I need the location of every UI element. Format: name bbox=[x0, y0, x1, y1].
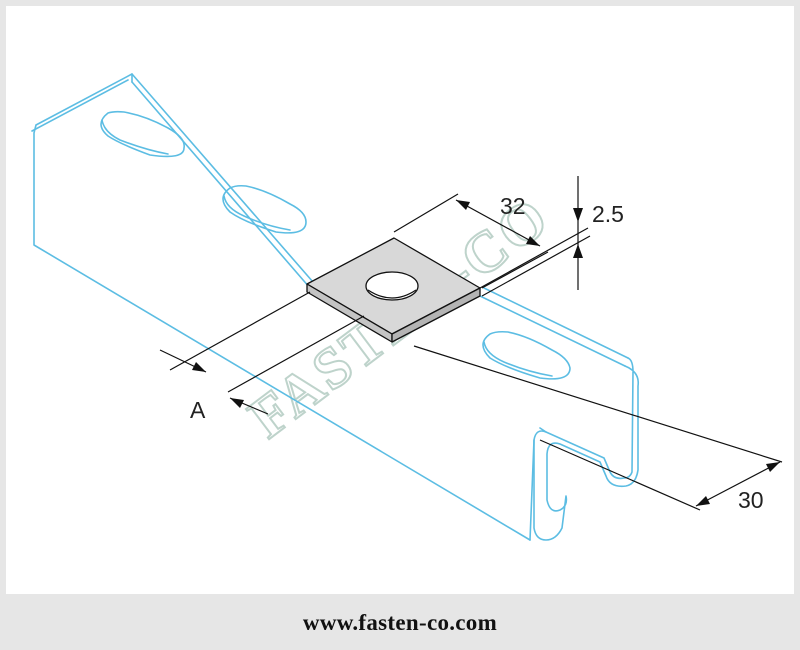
footer-bar: www.fasten-co.com bbox=[0, 596, 800, 650]
channel-slot-2 bbox=[222, 184, 307, 234]
website-url: www.fasten-co.com bbox=[302, 610, 498, 635]
technical-drawing: FASTEN-CO bbox=[31, 73, 783, 541]
dim-30-arrow-top bbox=[766, 462, 780, 472]
dim-30-extension-bottom bbox=[539, 439, 701, 511]
dim-2-5-arrow-top bbox=[573, 208, 583, 222]
washer-hole-depth bbox=[367, 289, 417, 299]
dim-32-extension-right bbox=[481, 251, 549, 289]
channel-slot-2-inner bbox=[223, 195, 291, 231]
channel-slot-1-inner bbox=[101, 119, 169, 155]
dim-32-line bbox=[455, 199, 541, 247]
dim-2-5-extension-bottom bbox=[481, 235, 591, 297]
dim-a-arrow-left bbox=[192, 362, 206, 372]
channel-top-edge bbox=[131, 73, 314, 289]
washer-hole bbox=[365, 271, 419, 301]
dim-30-arrow-bottom bbox=[696, 496, 710, 506]
washer-right-face bbox=[391, 287, 481, 343]
dim-30-extension-top bbox=[413, 345, 783, 463]
dim-32-arrow-left bbox=[456, 200, 470, 210]
dim-2-5-arrow-bottom bbox=[573, 244, 583, 258]
dim-label-2-5: 2.5 bbox=[592, 201, 624, 227]
channel-inner-lip bbox=[529, 427, 547, 541]
channel-top-edge-right bbox=[479, 287, 629, 367]
dimension-arrows bbox=[192, 200, 780, 506]
dim-32-extension-left bbox=[393, 193, 459, 233]
channel-slot-1 bbox=[100, 110, 185, 158]
dim-a-arrow-right bbox=[230, 398, 244, 408]
dim-label-30: 30 bbox=[738, 487, 764, 513]
square-washer bbox=[306, 237, 481, 343]
dim-a-extension-2 bbox=[227, 315, 365, 393]
dimension-lines bbox=[159, 176, 783, 511]
dim-label-32: 32 bbox=[500, 193, 526, 219]
channel-slot-4-inner bbox=[483, 341, 553, 377]
dim-30-line bbox=[695, 461, 781, 507]
dim-2-5-extension-top bbox=[479, 227, 589, 289]
dim-a-extension-1 bbox=[169, 291, 311, 371]
channel-front-profile bbox=[533, 357, 640, 541]
channel-slot-4 bbox=[482, 330, 571, 380]
dim-32-arrow-right bbox=[526, 236, 540, 246]
dim-label-a: A bbox=[190, 397, 206, 423]
